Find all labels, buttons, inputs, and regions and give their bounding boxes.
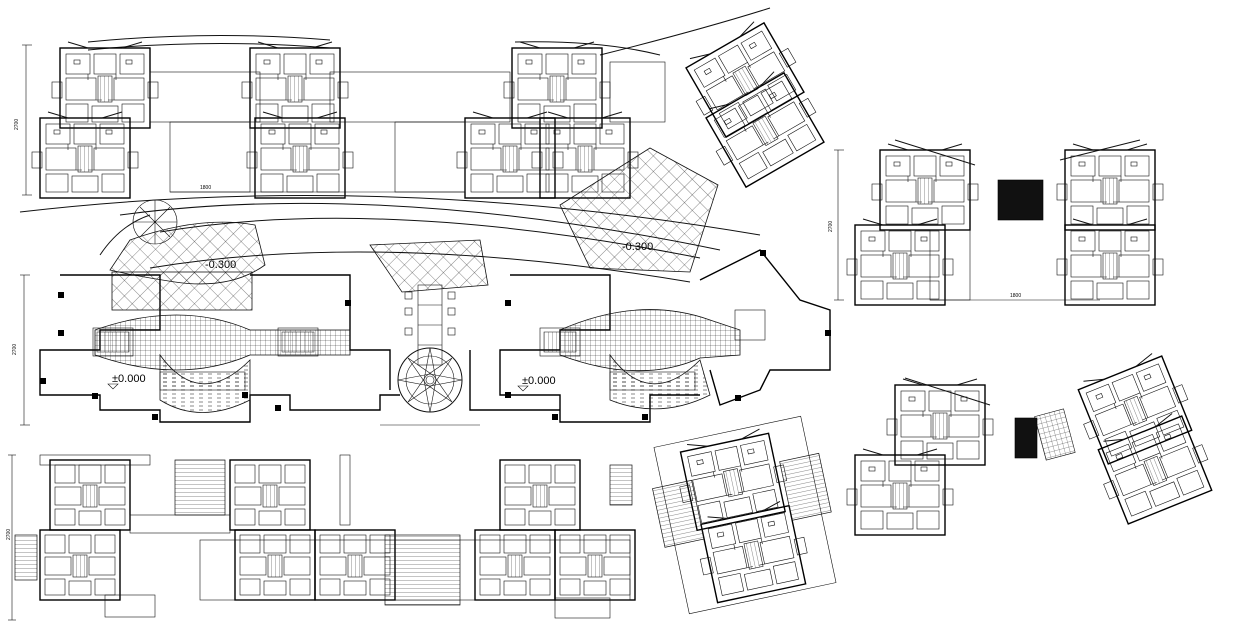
right-angled-floor-plan [846, 346, 1220, 536]
compass-plaza [397, 347, 463, 413]
dimension-bottom-height: 2700 [6, 529, 12, 540]
tiled-plaza-right [559, 309, 741, 372]
paved-court-center [369, 239, 489, 293]
upper-floor-plan: 2700 1800 [14, 7, 832, 199]
lower-floor-plan: 2700 [6, 454, 636, 621]
dimension-top-width: 1800 [200, 185, 211, 191]
dimension-right-height: 2700 [828, 221, 834, 232]
level-court-right: -0.300 [622, 241, 653, 253]
ground-floor-plan: 2700 ±0.000 ±0.000 [12, 249, 831, 426]
rotated-floor-plan [652, 415, 837, 615]
paved-court-right [559, 147, 719, 273]
level-court-left: -0.300 [205, 259, 236, 271]
tiled-plaza-left [94, 314, 351, 371]
stair-bank-center [384, 534, 461, 606]
stair-bank-left [174, 459, 226, 516]
right-typical-floor-plan: 2700 1800 [828, 139, 1164, 306]
dimension-top-height: 2700 [14, 119, 20, 130]
dimension-ground-height: 2700 [12, 344, 18, 355]
dimension-right-width: 1800 [1010, 293, 1021, 299]
level-ground-right: ±0.000 [522, 375, 556, 387]
landscape-site-plan: -0.300 -0.300 [19, 147, 761, 311]
level-ground-left: ±0.000 [112, 373, 146, 385]
